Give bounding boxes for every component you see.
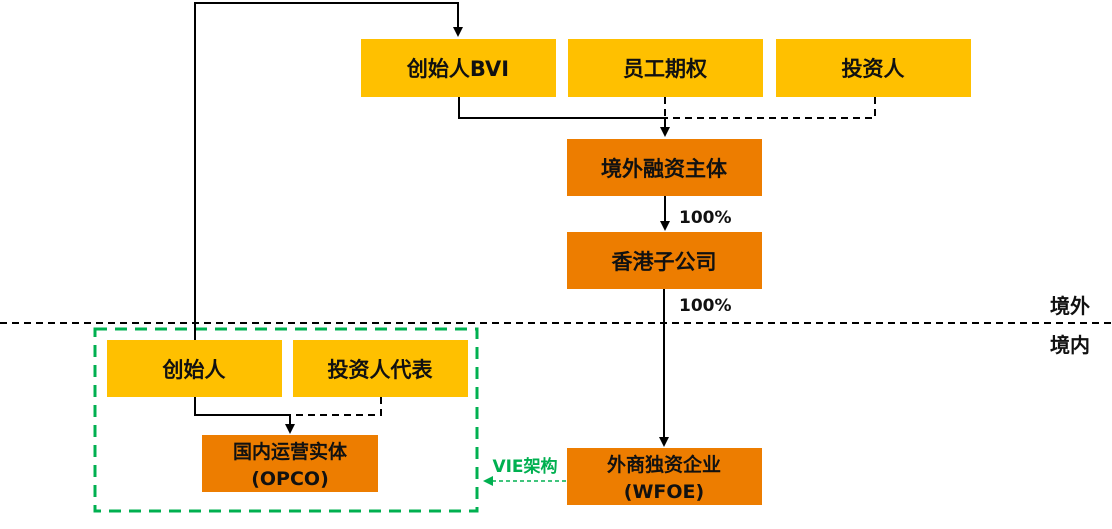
node-employee-options-label: 员工期权	[623, 57, 707, 81]
node-employee-options[interactable]: 员工期权	[568, 39, 763, 97]
node-founder-label: 创始人	[162, 358, 226, 382]
node-offshore-financing-entity[interactable]: 境外融资主体	[567, 139, 762, 196]
node-wfoe-label-line1: 外商独资企业	[607, 453, 721, 476]
node-hk-subsidiary[interactable]: 香港子公司	[567, 232, 762, 289]
node-founder[interactable]: 创始人	[107, 340, 282, 397]
node-investor[interactable]: 投资人	[776, 39, 971, 97]
node-hk-subsidiary-label: 香港子公司	[612, 250, 717, 274]
edge-founder-bvi-to-offshore	[458, 97, 665, 119]
node-opco[interactable]: 国内运营实体 (OPCO)	[202, 435, 378, 492]
edge-vie-label: VIE架构	[492, 456, 557, 477]
node-founder-bvi-label: 创始人BVI	[406, 57, 509, 81]
node-offshore-financing-entity-label: 境外融资主体	[601, 157, 728, 181]
edge-founder-to-opco	[194, 397, 290, 416]
node-investor-label: 投资人	[842, 57, 905, 81]
edge-hk-to-wfoe-percentage: 100%	[679, 296, 732, 316]
edge-investor-to-offshore	[665, 97, 876, 119]
edge-founder-to-founder-bvi	[194, 2, 463, 369]
node-investor-representative-label: 投资人代表	[328, 358, 434, 382]
node-wfoe[interactable]: 外商独资企业 (WFOE)	[567, 448, 762, 505]
region-label-onshore: 境内	[1050, 333, 1090, 357]
node-founder-bvi[interactable]: 创始人BVI	[361, 39, 556, 97]
edge-investor-rep-to-opco	[290, 397, 382, 416]
edge-offshore-to-hk-percentage: 100%	[679, 208, 732, 228]
onshore-vie-group-box	[93, 327, 479, 513]
region-label-offshore: 境外	[1050, 294, 1090, 318]
node-investor-representative[interactable]: 投资人代表	[293, 340, 468, 397]
node-wfoe-label-line2: (WFOE)	[624, 481, 704, 503]
node-opco-label-line2: (OPCO)	[251, 468, 329, 490]
node-opco-label-line1: 国内运营实体	[233, 440, 348, 463]
